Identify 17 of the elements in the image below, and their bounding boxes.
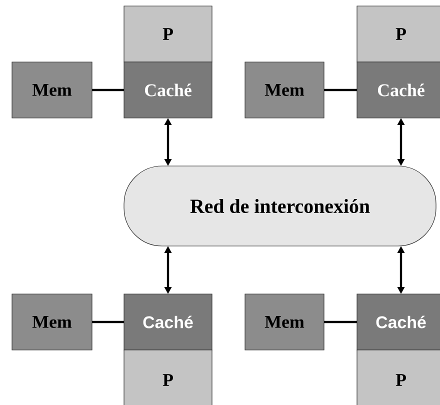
connector-line [92, 88, 124, 92]
cache-box: Caché [124, 294, 212, 350]
memory-box: Mem [12, 62, 92, 118]
memory-box: Mem [244, 294, 324, 350]
processor-box: P [124, 350, 212, 405]
connector-line [324, 88, 357, 92]
connector-line [92, 320, 124, 324]
connector-line [324, 320, 357, 324]
network-box: Red de interconexión [124, 166, 436, 246]
memory-box: Mem [12, 294, 92, 350]
processor-box: P [356, 6, 440, 62]
processor-box: P [356, 350, 440, 405]
processor-box: P [124, 6, 212, 62]
cache-box: Caché [356, 294, 440, 350]
memory-box: Mem [244, 62, 324, 118]
cache-box: Caché [124, 62, 212, 118]
cache-box: Caché [356, 62, 440, 118]
